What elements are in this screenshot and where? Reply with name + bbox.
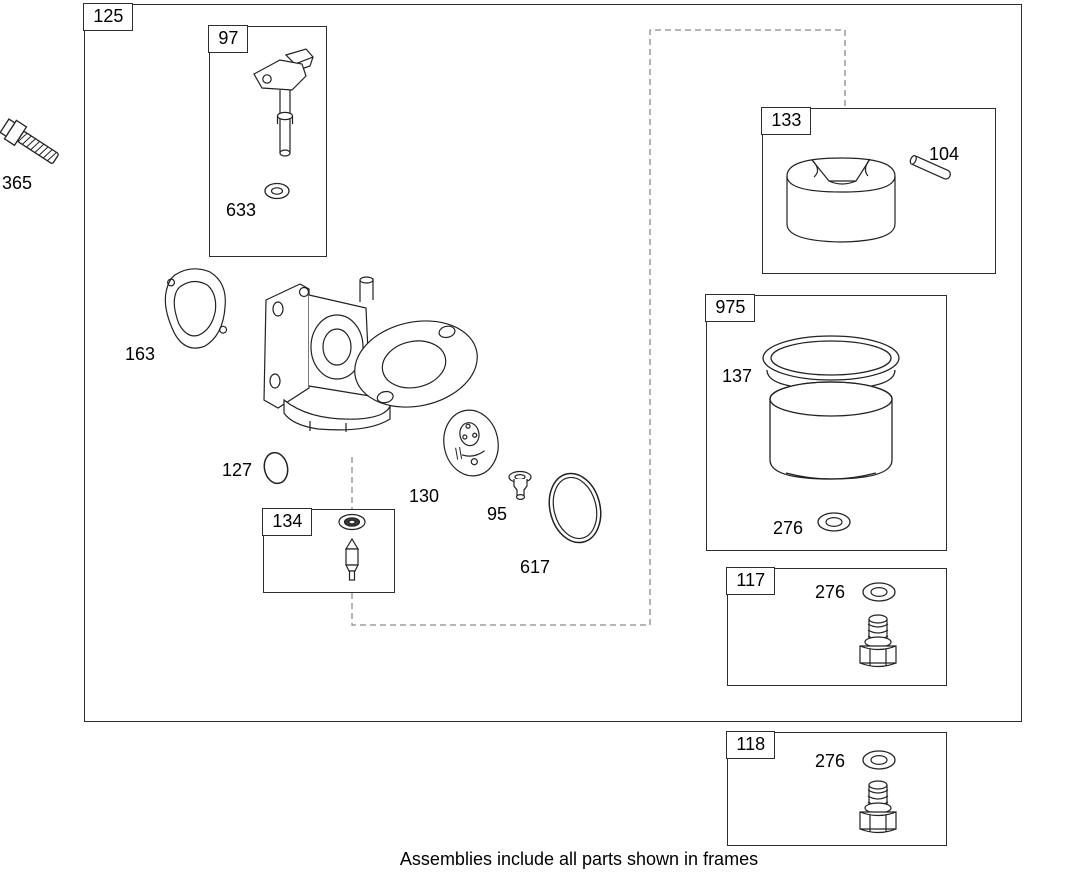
carburetor-body-drawing [248,268,483,465]
frame-975-tag: 975 [705,294,756,323]
frame-133-label: 133 [771,110,802,131]
oring-617-drawing [542,466,608,550]
part-label-130: 130 [409,486,440,506]
frame-97: 97 [208,25,327,257]
frame-117-tag: 117 [726,567,776,596]
part-label-633: 633 [226,200,257,220]
washer-276-bowl-drawing [813,510,855,535]
frame-133: 133 [761,107,996,274]
bolt-365-drawing [0,110,78,184]
part-label-163: 163 [125,344,156,364]
frame-134-tag: 134 [262,508,313,537]
part-label-617: 617 [520,557,551,577]
washer-276-f117-drawing [858,580,900,605]
screw-f118-drawing [852,776,904,846]
frame-117: 117 [726,567,947,686]
gasket-163-drawing [158,262,238,356]
washer-633-drawing [262,181,292,201]
frame-118-label: 118 [736,734,766,755]
frame-97-tag: 97 [208,25,249,54]
frame-133-tag: 133 [761,107,812,136]
frame-118-tag: 118 [726,731,776,760]
part-label-95: 95 [487,504,508,524]
part-label-276-f117: 276 [815,582,846,602]
frame-97-label: 97 [218,28,239,49]
part-label-276-f118: 276 [815,751,846,771]
frame-134: 134 [262,508,395,593]
bowl-137-drawing [755,331,907,499]
oring-127-drawing [259,449,293,487]
frame-975: 975 [705,294,947,551]
frame-125: 125 [83,3,1022,722]
frame-975-label: 975 [715,297,746,318]
plate-130-drawing [436,403,506,483]
frame-118: 118 [726,731,947,846]
part-label-137: 137 [722,366,753,386]
part-label-276-bowl: 276 [773,518,804,538]
part-label-127: 127 [222,460,253,480]
frame-117-label: 117 [736,570,766,591]
frame-134-label: 134 [272,511,303,532]
frame-125-label: 125 [93,6,124,27]
frame-125-tag: 125 [83,3,134,32]
footer-note: Assemblies include all parts shown in fr… [399,849,759,869]
throttle-shaft-drawing [240,45,335,175]
part-label-104: 104 [929,144,960,164]
float-133-drawing [779,146,904,256]
screw-f117-drawing [852,610,904,680]
pin-104-drawing [903,148,957,190]
needle-134-drawing [330,512,374,590]
part-label-365: 365 [2,173,33,193]
valve-95-drawing [503,468,539,510]
washer-276-f118-drawing [858,748,900,773]
